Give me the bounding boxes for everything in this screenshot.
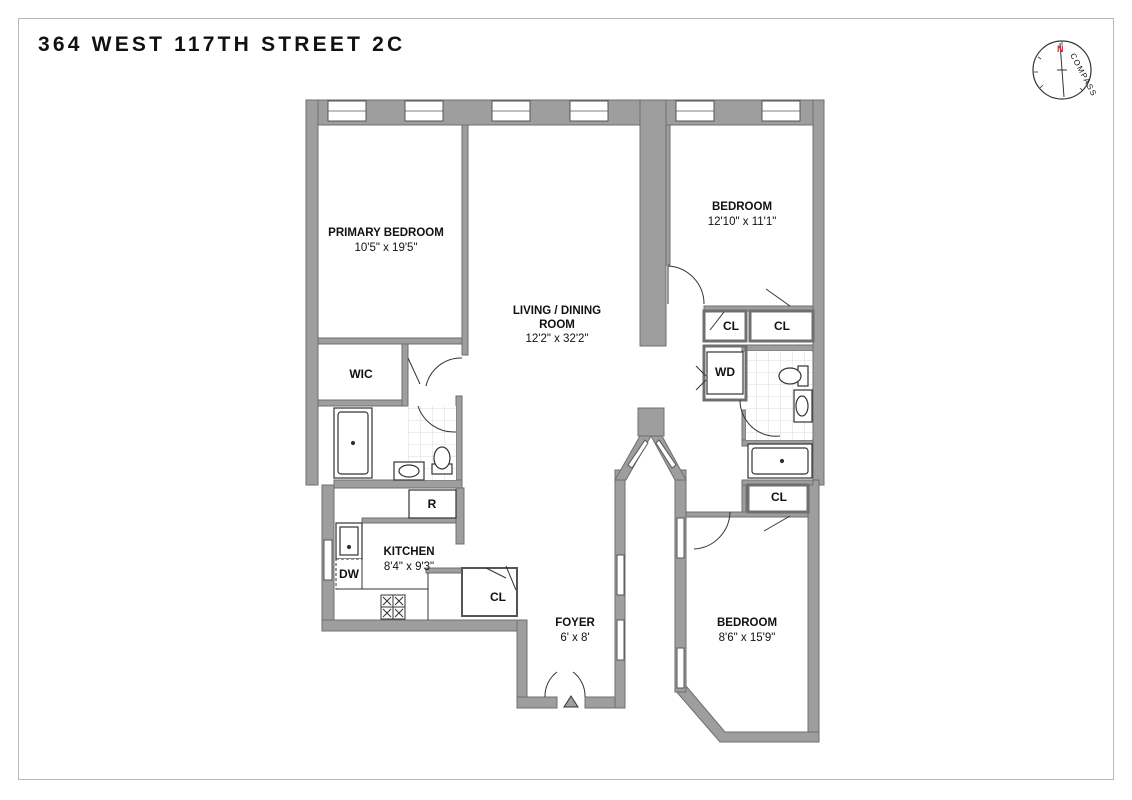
- foyer-name: FOYER: [555, 617, 595, 629]
- door-swings: [407, 265, 791, 698]
- closet-label-4: CL: [771, 490, 787, 504]
- kitchen-dims: 8'4" x 9'3": [384, 561, 434, 573]
- closet-label-1: CL: [723, 319, 739, 333]
- toilet-primary: [431, 446, 453, 475]
- foyer-dims: 6' x 8': [560, 632, 589, 644]
- living-room-dims: 12'2" x 32'2": [525, 333, 588, 345]
- closet-label-2: CL: [774, 319, 790, 333]
- wic-label: WIC: [349, 367, 373, 381]
- closet-box-2: [748, 309, 815, 343]
- stove: [380, 594, 406, 620]
- primary-bedroom-name: PRIMARY BEDROOM: [328, 227, 444, 239]
- kitchen-name: KITCHEN: [383, 546, 434, 558]
- kitchen-counters: [336, 523, 429, 620]
- living-room-name-1: LIVING / DINING: [513, 305, 601, 317]
- compass-icon: N COMPASS: [1032, 40, 1099, 100]
- sink-hall: [793, 389, 813, 423]
- windows-side: [323, 517, 685, 689]
- sink-primary: [393, 461, 425, 481]
- bedroom-2-name: BEDROOM: [717, 617, 777, 629]
- refrigerator: [408, 489, 457, 519]
- closet-label-3: CL: [490, 590, 506, 604]
- dw-label: DW: [339, 567, 360, 581]
- bathtub-hall: [747, 443, 813, 479]
- refrigerator-label: R: [428, 497, 437, 511]
- entry-arrow: [563, 695, 579, 708]
- angled-bay: [614, 435, 687, 481]
- bedroom-1-dims: 12'10" x 11'1": [708, 216, 777, 228]
- bedroom-1-name: BEDROOM: [712, 201, 772, 213]
- closet-box-1: [702, 309, 748, 343]
- bedroom-2-dims: 8'6" x 15'9": [719, 632, 776, 644]
- page-border: [18, 18, 1114, 780]
- kitchen-sink: [335, 522, 363, 560]
- bathtub-primary: [333, 407, 373, 479]
- closet-box-4: [746, 483, 810, 514]
- toilet-hall: [778, 365, 809, 387]
- living-room-name-2: ROOM: [539, 319, 575, 331]
- washer-dryer: [706, 351, 744, 395]
- primary-bedroom-dims: 10'5" x 19'5": [354, 242, 417, 254]
- property-title: 364 WEST 117TH STREET 2C: [38, 33, 406, 56]
- wd-label: WD: [715, 365, 735, 379]
- compass-north-label: N: [1057, 44, 1064, 54]
- interior-walls: [317, 99, 814, 617]
